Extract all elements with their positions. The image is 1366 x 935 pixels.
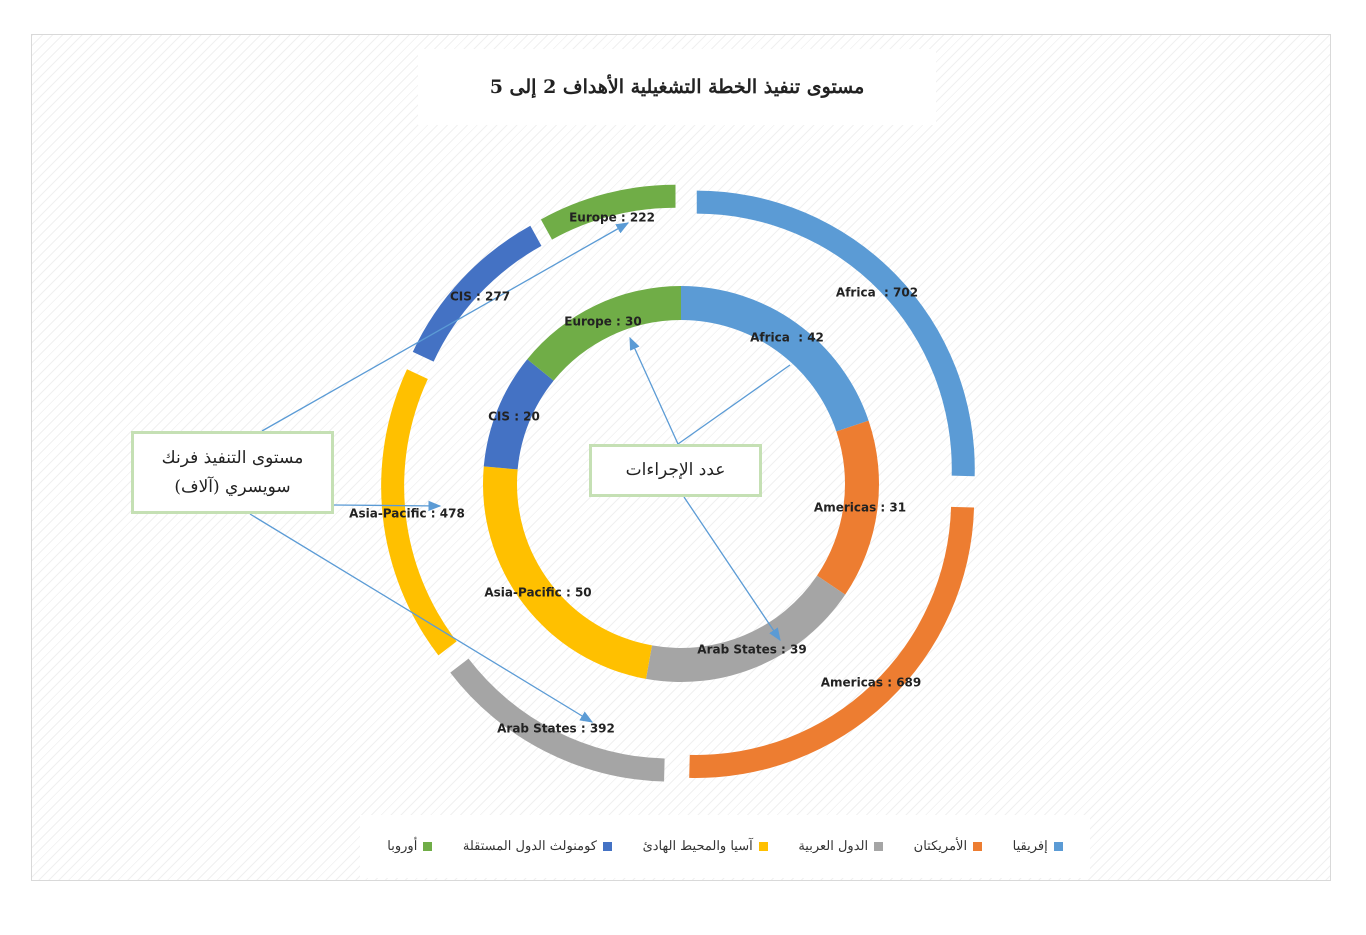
inner-ring-label-europe: Europe : 30 [564,315,641,329]
inner-ring-segment-americas [817,420,879,595]
legend-label: أوروبا [387,839,418,854]
legend-item-cis: كومنولث الدول المستقلة [463,839,612,854]
inner-ring-segment-asia-pacific [482,466,652,679]
connector-line [333,500,442,512]
inner-ring-callout: عدد الإجراءات [589,444,762,497]
legend-label: كومنولث الدول المستقلة [462,839,597,854]
inner-ring-segment-arab-states [645,575,846,682]
callout-connectors [249,222,791,723]
outer-ring-label-africa: Africa : 702 [836,286,918,300]
chart-title-box: مستوى تنفيذ الخطة التشغيلية الأهداف 2 إل… [418,49,936,125]
outer-ring-segment-africa [696,190,975,477]
connector-line [677,364,791,445]
legend-label: الدول العربية [798,839,869,854]
inner-ring-label-asia-pacific: Asia-Pacific : 50 [484,586,591,600]
outer-ring-label-arab-states: Arab States : 392 [497,722,615,736]
connector-line [261,222,630,432]
outer-ring-callout: مستوى التنفيذ فرنك سويسري (آلاف) [131,431,334,514]
legend-item-americas: الأمريكتان [913,839,983,854]
legend-label: إفريقيا [1012,839,1048,854]
outer-ring-label-americas: Americas : 689 [821,676,922,690]
chart-legend: إفريقيا الأمريكتان الدول العربية آسيا وا… [360,815,1090,878]
outer-ring-segment-asia-pacific [381,369,457,656]
legend-item-arab-states: الدول العربية [798,839,884,854]
inner-ring-label-africa: Africa : 42 [750,331,824,345]
legend-swatch [758,842,768,851]
outer-ring-segment-arab-states [450,658,665,782]
outer-ring-segment-americas [689,506,975,778]
legend-swatch [423,842,433,851]
legend-item-europe: أوروبا [387,839,433,854]
inner-ring-segment-europe [527,286,681,381]
legend-item-asia-pacific: آسيا والمحيط الهادئ [643,839,768,854]
inner-ring-segment-africa [681,286,869,432]
legend-item-africa: إفريقيا [1013,839,1063,854]
legend-swatch [602,842,612,851]
outer-ring-label-asia-pacific: Asia-Pacific : 478 [349,507,465,521]
legend-label: آسيا والمحيط الهادئ [642,839,753,854]
inner-ring-segment-cis [483,359,554,470]
outer-ring-callout-text: مستوى التنفيذ فرنك سويسري (آلاف) [161,447,304,497]
legend-swatch [874,842,884,851]
inner-ring-label-arab-states: Arab States : 39 [697,643,806,657]
legend-swatch [1053,842,1063,851]
outer-ring-segment-europe [540,184,676,240]
legend-swatch [973,842,983,851]
outer-ring-label-cis: CIS : 277 [450,290,510,304]
legend-label: الأمريكتان [913,839,968,854]
chart-title: مستوى تنفيذ الخطة التشغيلية الأهداف 2 إل… [489,76,865,98]
connector-line [629,336,679,445]
inner-ring-callout-text: عدد الإجراءات [625,460,726,481]
inner-ring-label-cis: CIS : 20 [488,410,540,424]
connector-line [683,496,781,642]
outer-ring-label-europe: Europe : 222 [569,211,655,225]
connector-line [249,513,594,723]
inner-ring-label-americas: Americas : 31 [814,501,906,515]
